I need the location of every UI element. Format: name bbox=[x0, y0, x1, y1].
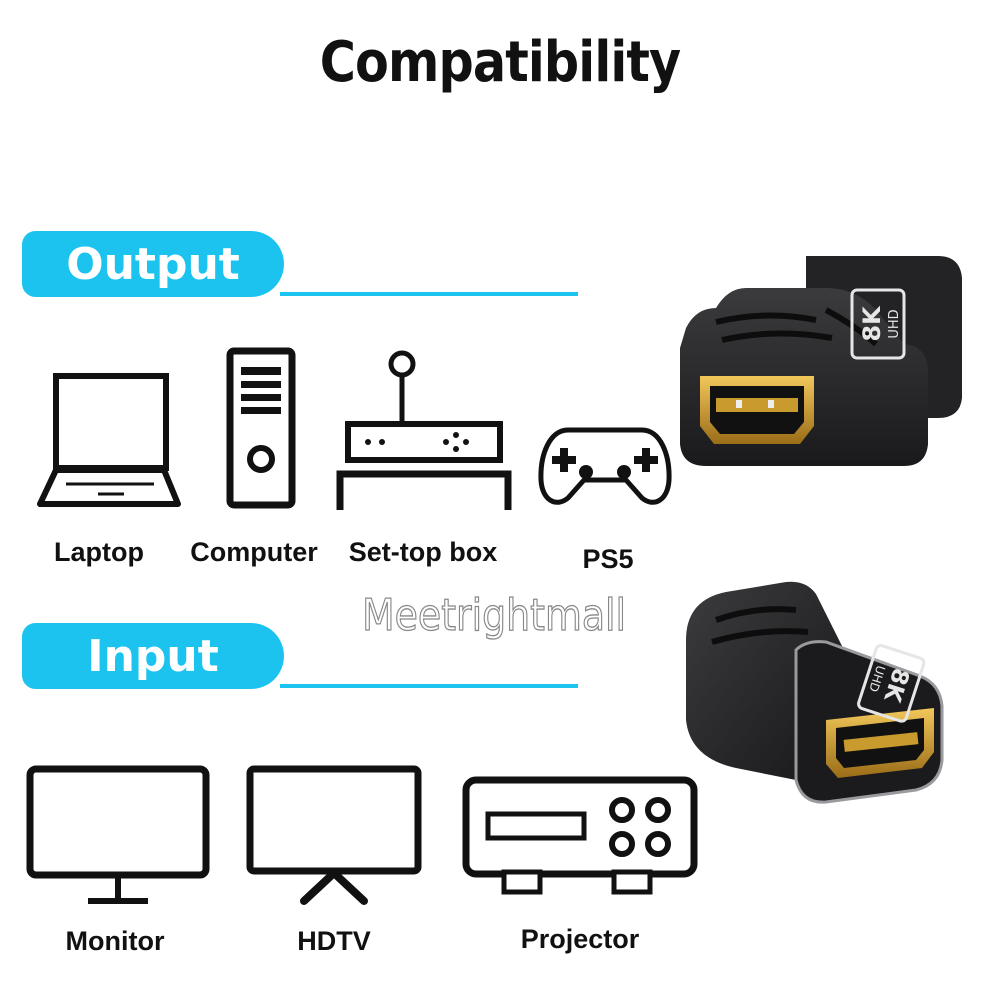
input-heading: Input bbox=[22, 623, 284, 689]
hdmi-adapter-side-image: 8K UHD bbox=[686, 581, 944, 804]
output-divider bbox=[280, 292, 578, 296]
gamepad-icon bbox=[538, 427, 672, 505]
hdmi-adapter-front-image: 8K UHD bbox=[680, 256, 962, 466]
input-divider bbox=[280, 684, 578, 688]
device-label-hdtv: HDTV bbox=[297, 926, 371, 956]
set-top-box-icon bbox=[336, 350, 512, 510]
device-label-monitor: Monitor bbox=[65, 926, 165, 956]
device-label-laptop: Laptop bbox=[54, 537, 144, 567]
tv-icon bbox=[246, 765, 422, 905]
monitor-icon bbox=[26, 765, 210, 904]
output-heading: Output bbox=[22, 231, 284, 297]
device-label-projector: Projector bbox=[520, 924, 640, 954]
computer-tower-icon bbox=[226, 347, 296, 509]
device-label-set-top-box: Set-top box bbox=[348, 537, 498, 567]
svg-text:8K: 8K bbox=[858, 305, 886, 342]
watermark: Meetrightmall bbox=[361, 589, 627, 641]
device-label-computer: Computer bbox=[190, 537, 318, 567]
svg-text:UHD: UHD bbox=[887, 309, 902, 338]
page-title: Compatibility bbox=[319, 30, 681, 95]
laptop-icon bbox=[37, 373, 181, 507]
projector-icon bbox=[462, 776, 698, 895]
device-label-ps5: PS5 bbox=[582, 544, 634, 574]
